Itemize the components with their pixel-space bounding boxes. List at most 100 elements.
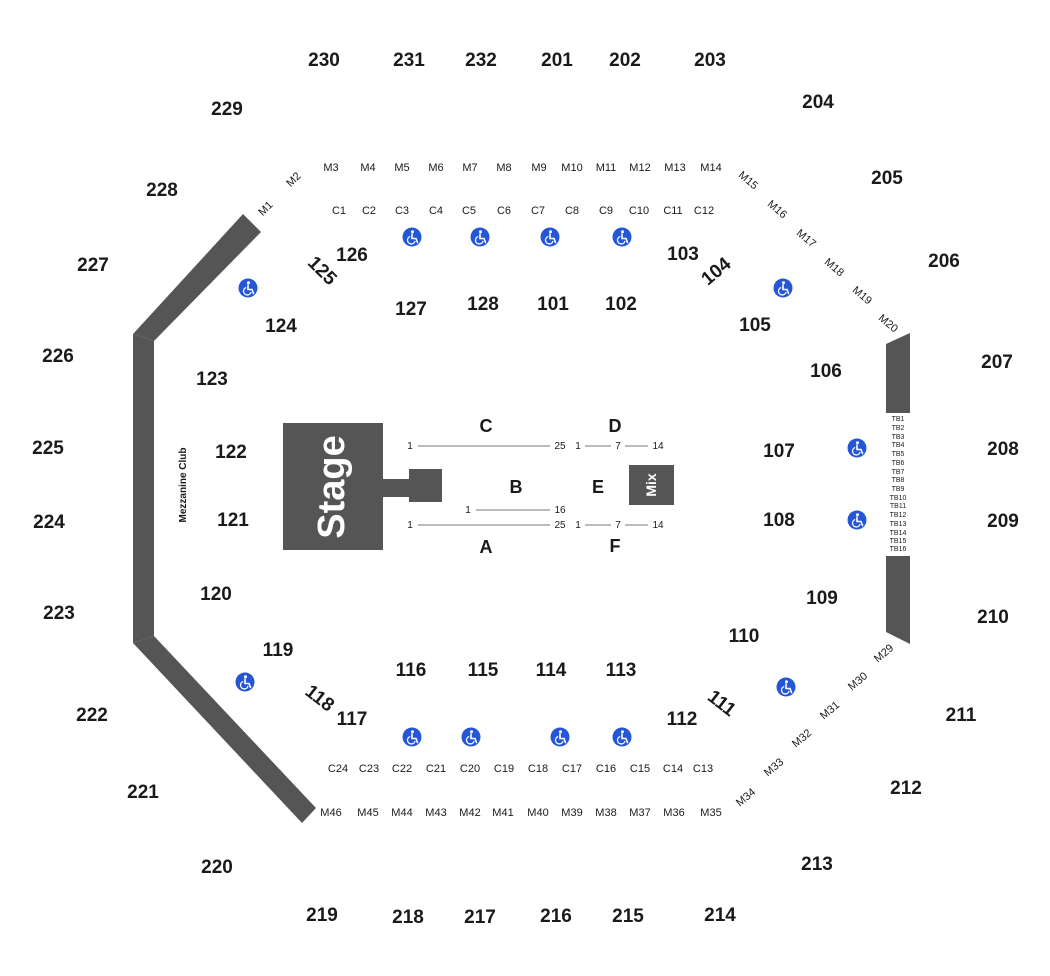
box-m6[interactable]: M6 [428,162,443,174]
section-218[interactable]: 218 [392,907,424,928]
box-tb15[interactable]: TB15 [890,538,907,545]
box-m2[interactable]: M2 [284,170,303,189]
floor-section-c[interactable]: C [480,416,493,436]
box-m34[interactable]: M34 [734,786,758,809]
section-104[interactable]: 104 [698,253,736,290]
section-211[interactable]: 211 [946,705,977,726]
box-m3[interactable]: M3 [323,162,338,174]
box-tb11[interactable]: TB11 [890,503,906,510]
box-m8[interactable]: M8 [496,162,511,174]
box-m9[interactable]: M9 [531,162,546,174]
floor-section-b[interactable]: B [510,477,523,497]
box-m4[interactable]: M4 [360,162,375,174]
section-111[interactable]: 111 [703,686,740,721]
box-m29[interactable]: M29 [872,642,896,665]
section-124[interactable]: 124 [265,316,297,337]
section-207[interactable]: 207 [981,352,1013,373]
section-212[interactable]: 212 [890,778,922,799]
box-c18[interactable]: C18 [528,763,548,775]
box-c7[interactable]: C7 [531,205,545,217]
section-213[interactable]: 213 [801,854,833,875]
section-101[interactable]: 101 [537,294,569,315]
section-119[interactable]: 119 [263,640,294,661]
section-106[interactable]: 106 [810,361,842,382]
section-217[interactable]: 217 [464,907,496,928]
section-110[interactable]: 110 [729,626,760,647]
box-c8[interactable]: C8 [565,205,579,217]
section-103[interactable]: 103 [667,244,699,265]
section-222[interactable]: 222 [76,705,108,726]
box-c5[interactable]: C5 [462,205,476,217]
box-m45[interactable]: M45 [357,807,378,819]
box-m36[interactable]: M36 [663,807,684,819]
box-tb5[interactable]: TB5 [892,451,905,458]
box-m32[interactable]: M32 [790,727,814,750]
box-m16[interactable]: M16 [765,198,789,221]
box-m46[interactable]: M46 [320,807,341,819]
section-203[interactable]: 203 [694,50,726,71]
section-205[interactable]: 205 [871,168,903,189]
box-m17[interactable]: M17 [794,227,818,250]
box-c19[interactable]: C19 [494,763,514,775]
box-tb3[interactable]: TB3 [892,434,905,441]
section-115[interactable]: 115 [468,660,499,681]
section-108[interactable]: 108 [763,510,795,531]
section-123[interactable]: 123 [196,369,228,390]
floor-section-e[interactable]: E [592,477,604,497]
section-109[interactable]: 109 [806,588,838,609]
section-114[interactable]: 114 [536,660,567,681]
box-c10[interactable]: C10 [629,205,649,217]
section-215[interactable]: 215 [612,906,644,927]
box-c22[interactable]: C22 [392,763,412,775]
section-105[interactable]: 105 [739,315,771,336]
box-c23[interactable]: C23 [359,763,379,775]
section-204[interactable]: 204 [802,92,834,113]
box-m11[interactable]: M11 [596,162,617,174]
box-m43[interactable]: M43 [425,807,446,819]
section-102[interactable]: 102 [605,294,637,315]
section-128[interactable]: 128 [467,294,499,315]
section-209[interactable]: 209 [987,511,1019,532]
section-231[interactable]: 231 [393,50,425,71]
box-m7[interactable]: M7 [462,162,477,174]
box-tb16[interactable]: TB16 [890,546,907,553]
box-c9[interactable]: C9 [599,205,613,217]
box-m15[interactable]: M15 [736,169,760,192]
section-201[interactable]: 201 [541,50,573,71]
box-m44[interactable]: M44 [391,807,412,819]
box-c11[interactable]: C11 [663,205,682,217]
box-c21[interactable]: C21 [426,763,446,775]
section-122[interactable]: 122 [215,442,247,463]
box-c6[interactable]: C6 [497,205,511,217]
section-229[interactable]: 229 [211,99,243,120]
section-226[interactable]: 226 [42,346,74,367]
section-202[interactable]: 202 [609,50,641,71]
box-tb8[interactable]: TB8 [892,477,905,484]
box-m37[interactable]: M37 [629,807,650,819]
box-tb6[interactable]: TB6 [892,460,905,467]
box-m20[interactable]: M20 [876,312,900,335]
box-m18[interactable]: M18 [822,256,846,279]
box-tb13[interactable]: TB13 [890,521,907,528]
floor-section-d[interactable]: D [609,416,622,436]
box-tb1[interactable]: TB1 [892,416,905,423]
box-m19[interactable]: M19 [850,284,874,307]
section-225[interactable]: 225 [32,438,64,459]
box-m1[interactable]: M1 [256,199,275,218]
section-228[interactable]: 228 [146,180,178,201]
box-m10[interactable]: M10 [561,162,582,174]
box-c1[interactable]: C1 [332,205,346,217]
box-m33[interactable]: M33 [762,756,786,779]
section-107[interactable]: 107 [763,441,795,462]
box-m31[interactable]: M31 [818,699,842,722]
section-127[interactable]: 127 [395,299,427,320]
box-c20[interactable]: C20 [460,763,480,775]
box-m41[interactable]: M41 [492,807,513,819]
section-112[interactable]: 112 [667,709,698,730]
box-c24[interactable]: C24 [328,763,348,775]
box-tb12[interactable]: TB12 [890,512,907,519]
section-117[interactable]: 117 [337,709,368,730]
floor-section-f[interactable]: F [610,536,621,556]
box-m14[interactable]: M14 [700,162,721,174]
section-206[interactable]: 206 [928,251,960,272]
